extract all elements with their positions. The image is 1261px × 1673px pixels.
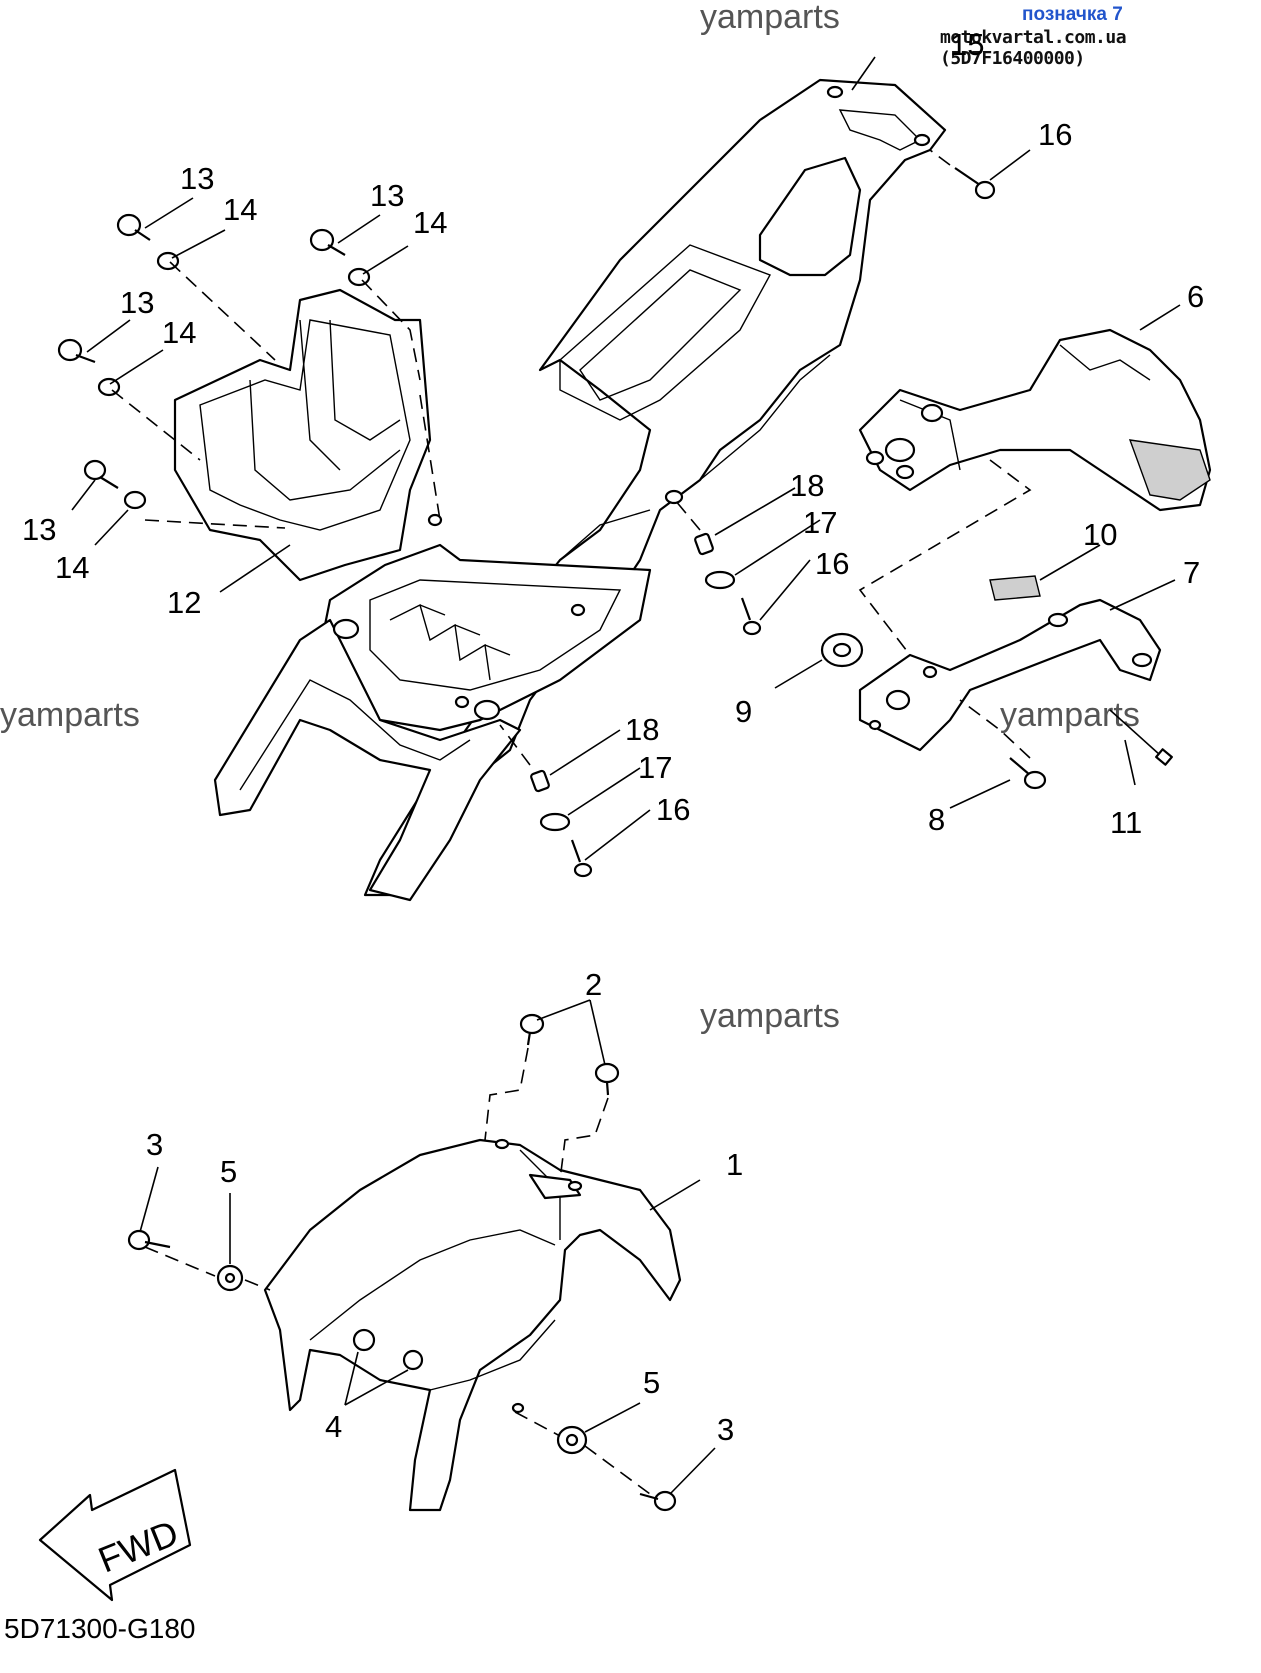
callout-14-c: 14: [162, 315, 196, 350]
bolt-16-top: [954, 167, 996, 200]
callout-14-b: 14: [413, 205, 447, 240]
callout-2: 2: [585, 967, 602, 1002]
wire-lead-part-11: [1109, 709, 1173, 766]
watermark-right: yamparts: [1000, 696, 1140, 734]
fastener-stack-center: [530, 769, 593, 878]
bracket-part-7: [858, 598, 1162, 752]
watermark-top: yamparts: [700, 0, 840, 36]
callout-13-a: 13: [180, 161, 214, 196]
front-fender-part-1: [263, 1138, 682, 1512]
tag-label: позначка 7: [1022, 4, 1123, 25]
watermark-left: yamparts: [0, 696, 140, 734]
watermark-middle: yamparts: [700, 997, 840, 1035]
callout-3-left: 3: [146, 1127, 163, 1162]
callout-1: 1: [726, 1147, 743, 1182]
callout-15: 15: [950, 27, 984, 62]
callout-14-a: 14: [223, 192, 257, 227]
callout-13-d: 13: [22, 512, 56, 547]
leader-lines: [71, 56, 1181, 1495]
assembly-lines: [111, 149, 1032, 1495]
washer-group-5: [216, 1264, 588, 1455]
bracket-part-6: [858, 328, 1212, 512]
callout-6: 6: [1187, 279, 1204, 314]
drawing-code: 5D71300-G180: [4, 1613, 196, 1644]
grommet-part-9: [820, 632, 864, 668]
callout-10: 10: [1083, 517, 1117, 552]
callout-9: 9: [735, 694, 752, 729]
callout-14-d: 14: [55, 550, 89, 585]
callout-5-left: 5: [220, 1154, 237, 1189]
callout-3-right: 3: [717, 1412, 734, 1447]
fwd-arrow: FWD: [38, 1468, 192, 1602]
callout-18-right: 18: [790, 468, 824, 503]
callout-16-top: 16: [1038, 117, 1072, 152]
site-caption: motokvartal.com.ua (5D7F16400000): [940, 27, 1127, 69]
screw-group-3: [127, 1229, 677, 1512]
callout-16-right: 16: [815, 546, 849, 581]
inner-fender-part-12: [173, 288, 652, 902]
collar-group-4: [352, 1328, 424, 1371]
callout-7: 7: [1183, 555, 1200, 590]
fastener-stack-right: [694, 532, 762, 636]
callout-numbers: 1 2 3 3 4 5 5 6 7 8 9 10 11 12 13 13 13 …: [22, 27, 1204, 1447]
callout-17-center: 17: [638, 750, 672, 785]
callout-16-center: 16: [656, 792, 690, 827]
callout-4: 4: [325, 1409, 342, 1444]
callout-18-center: 18: [625, 712, 659, 747]
callout-8: 8: [928, 802, 945, 837]
pad-part-10: [989, 575, 1041, 601]
callout-13-b: 13: [370, 178, 404, 213]
callout-5-right: 5: [643, 1365, 660, 1400]
callout-12: 12: [167, 585, 201, 620]
bolt-part-8: [1009, 757, 1047, 790]
callout-17-right: 17: [803, 505, 837, 540]
callout-13-c: 13: [120, 285, 154, 320]
callout-11: 11: [1110, 805, 1142, 840]
screw-group-13: [57, 213, 346, 489]
